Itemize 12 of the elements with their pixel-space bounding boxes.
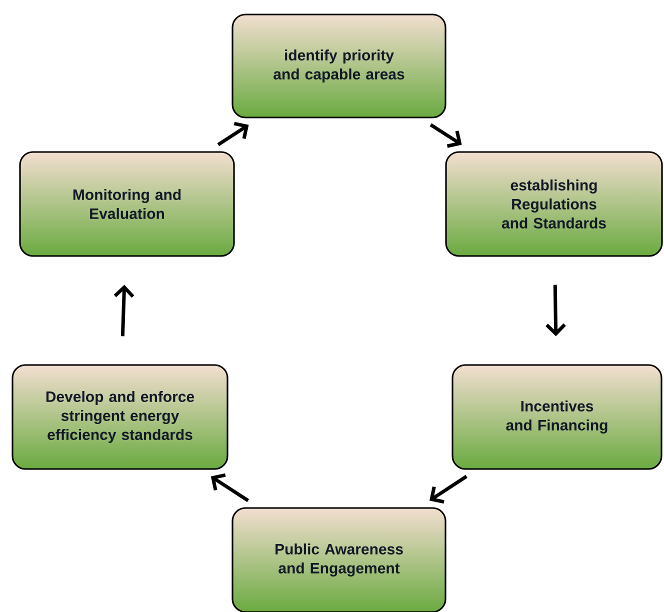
process-box: Public Awareness and Engagement	[232, 507, 446, 612]
process-box: Incentives and Financing	[452, 364, 662, 470]
arrow	[210, 473, 250, 502]
arrow	[429, 474, 468, 504]
arrow	[430, 123, 462, 148]
process-box: identify priority and capable areas	[232, 14, 446, 118]
arrow	[545, 284, 566, 336]
arrow	[217, 122, 249, 146]
arrow	[114, 284, 134, 336]
process-box: establishing Regulations and Standards	[445, 151, 663, 257]
process-box: Develop and enforce stringent energy efficiency standards	[12, 364, 228, 470]
process-box: Monitoring and Evaluation	[19, 151, 235, 257]
